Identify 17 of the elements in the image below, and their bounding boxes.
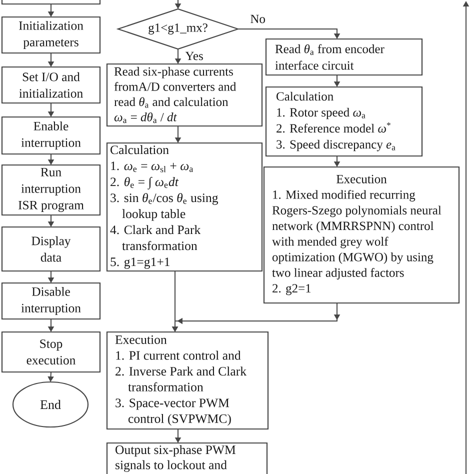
process-box: Output six-phase PWM signals to lockout and [106, 442, 268, 474]
process-box: Read six-phase currents fromA/D converters and read θ$_{a}$ and calculation ω$_{a}$ = dθ$_{a}$ / dt [106, 63, 263, 127]
edge-label: No [249, 14, 266, 24]
process-box: Stop execution [1, 331, 101, 373]
process-box: Calculation 1. Rotor speed ω$_{a}$ 2. Reference model ω$^{*}$ 3. Speed discrepancy e$_{a}$ [265, 86, 423, 157]
process-box [1, 0, 101, 5]
process-box: Run interruption ISR program [1, 164, 101, 216]
process-box: Calculation 1. ω$_{e}$ = ω$_{sl}$ + ω$_{a}$ 2. θ$_{e}$ = ∫ ω$_{e}$dt 3. sin θ$_{e}$/cos θ$_{e}$ using lookup table 4. Clark and Park transformation 5. g1=g1+1 [106, 142, 263, 272]
process-box: Set I/O and initialization [1, 66, 101, 104]
process-box: Disable interruption [1, 282, 101, 320]
process-box: Initialization parameters [1, 16, 101, 54]
process-box: Display data [1, 226, 101, 272]
edge-label: Yes [184, 50, 204, 62]
process-box: Execution 1. Mixed modified recurring Rogers-Szego polynomials neural network (MMRRSPNN) control with mended grey wolf optimization (MGWO) by using two linear adjusted factors 2. g2=1 [263, 166, 460, 304]
process-box: Read θ$_{a}$ from encoder interface circuit [265, 38, 423, 76]
process-box: Execution 1. PI current control and 2. Inverse Park and Clark transformation 3. Space-vector PWM control (SVPWMC) [106, 331, 269, 430]
process-box: Enable interruption [1, 116, 101, 155]
